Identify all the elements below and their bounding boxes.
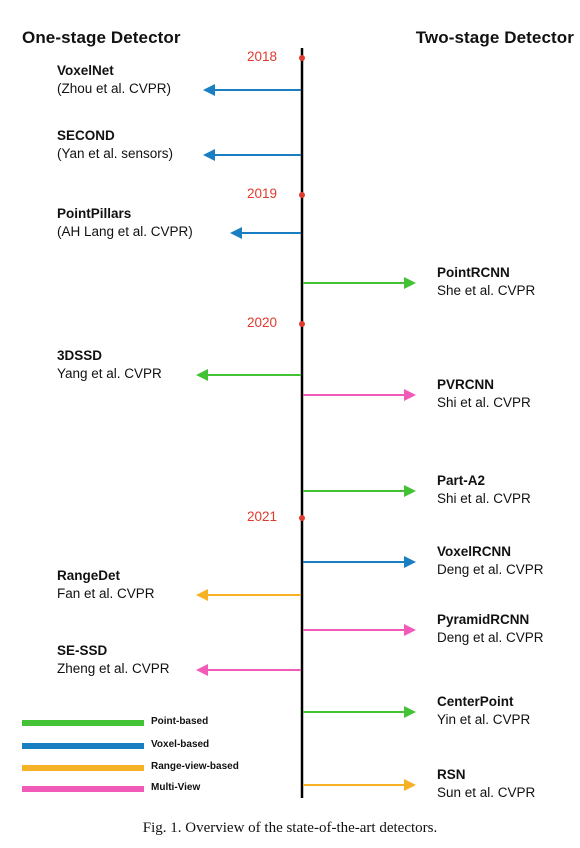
legend-label: Multi-View	[151, 782, 201, 793]
one_stage-detector-entry: 3DSSD Yang et al. CVPR	[57, 347, 162, 383]
year-marker-2018	[299, 55, 305, 61]
figure-caption: Fig. 1. Overview of the state-of-the-art…	[142, 820, 438, 836]
two_stage-detector-entry: VoxelRCNN Deng et al. CVPR	[437, 543, 544, 579]
two_stage-detector-entry: RSN Sun et al. CVPR	[437, 766, 535, 802]
one_stage-detector-entry: SE-SSD Zheng et al. CVPR	[57, 642, 170, 678]
year-marker-2019	[299, 192, 305, 198]
detector-reference: Yin et al. CVPR	[437, 712, 531, 727]
detector-reference: Yang et al. CVPR	[57, 366, 162, 381]
year-marker-2020	[299, 321, 305, 327]
detector-name: SE-SSD	[57, 643, 108, 658]
two_stage-detector-entry: PyramidRCNN Deng et al. CVPR	[437, 611, 544, 647]
detector-reference: Shi et al. CVPR	[437, 395, 531, 410]
year-label-2020: 2020	[247, 315, 278, 330]
detector-name: 3DSSD	[57, 348, 103, 363]
one-stage-header: One-stage Detector	[22, 28, 181, 47]
one_stage-detector-entry: VoxelNet (Zhou et al. CVPR)	[57, 62, 171, 98]
detector-name: RangeDet	[57, 568, 121, 583]
detector-name: SECOND	[57, 128, 115, 143]
detector-name: PointRCNN	[437, 265, 510, 280]
detector-name: RSN	[437, 767, 466, 782]
two_stage-detector-entry: PVRCNN Shi et al. CVPR	[437, 376, 531, 412]
two-stage-header: Two-stage Detector	[415, 28, 574, 47]
detector-reference: Deng et al. CVPR	[437, 562, 544, 577]
two_stage-detector-entry: PointRCNN She et al. CVPR	[437, 264, 535, 300]
legend-label: Range-view-based	[151, 761, 239, 772]
detector-reference: Deng et al. CVPR	[437, 630, 544, 645]
one_stage-detector-entry: PointPillars (AH Lang et al. CVPR)	[57, 205, 193, 241]
detector-name: PointPillars	[57, 206, 132, 221]
detector-name: PVRCNN	[437, 377, 495, 392]
legend-label: Voxel-based	[151, 739, 210, 750]
detector-reference: (AH Lang et al. CVPR)	[57, 224, 193, 239]
year-label-2018: 2018	[247, 49, 278, 64]
legend-label: Point-based	[151, 716, 209, 727]
year-label-2019: 2019	[247, 186, 278, 201]
year-label-2021: 2021	[247, 509, 278, 524]
one_stage-detector-entry: SECOND (Yan et al. sensors)	[57, 127, 173, 163]
detector-reference: (Zhou et al. CVPR)	[57, 81, 172, 96]
detector-reference: Shi et al. CVPR	[437, 491, 531, 506]
detector-reference: Zheng et al. CVPR	[57, 661, 170, 676]
detector-name: PyramidRCNN	[437, 612, 530, 627]
detector-name: CenterPoint	[437, 694, 514, 709]
detector-name: VoxelRCNN	[437, 544, 512, 559]
year-marker-2021	[299, 515, 305, 521]
detector-name: VoxelNet	[57, 63, 114, 78]
detector-reference: (Yan et al. sensors)	[57, 146, 174, 161]
detector-reference: Sun et al. CVPR	[437, 785, 536, 800]
detector-reference: Fan et al. CVPR	[57, 586, 155, 601]
detector-name: Part-A2	[437, 473, 486, 488]
detector-reference: She et al. CVPR	[437, 283, 536, 298]
